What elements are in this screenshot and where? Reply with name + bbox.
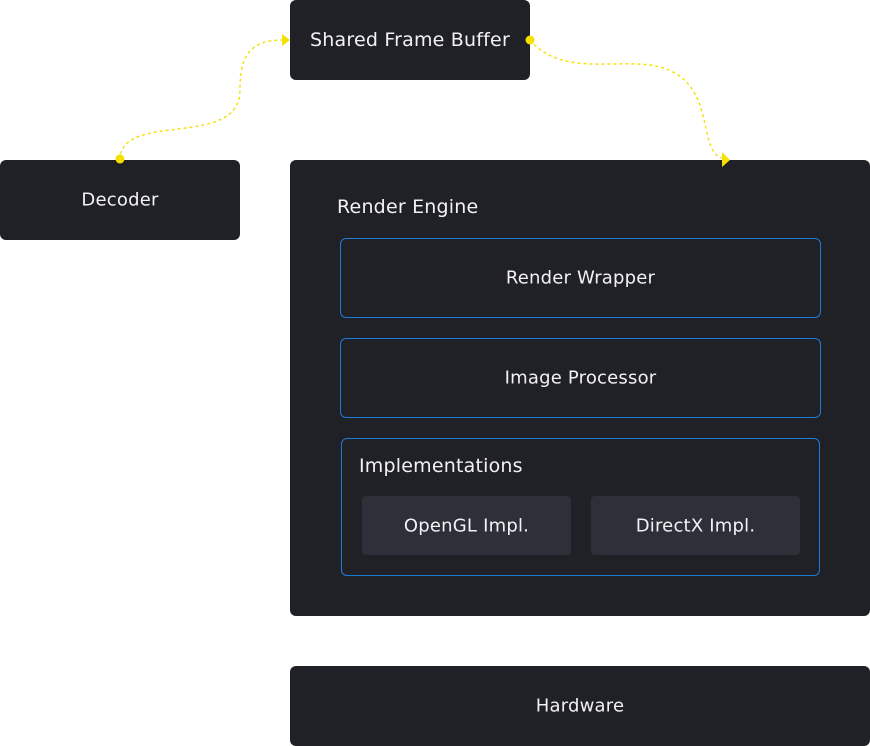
hardware-node[interactable]: Hardware <box>290 666 870 746</box>
image-processor-label: Image Processor <box>504 367 657 389</box>
render-wrapper-label: Render Wrapper <box>505 267 656 289</box>
edge-start-dot <box>525 35 535 45</box>
shared-frame-buffer-node[interactable]: Shared Frame Buffer <box>290 0 530 80</box>
opengl-impl-label: OpenGL Impl. <box>403 515 530 536</box>
arrowhead-icon <box>282 34 290 46</box>
directx-impl-label: DirectX Impl. <box>635 515 756 536</box>
directx-impl-node[interactable]: DirectX Impl. <box>591 496 800 555</box>
render-engine-title: Render Engine <box>337 196 479 218</box>
decoder-label: Decoder <box>81 189 159 211</box>
edge-start-dot <box>115 154 125 164</box>
implementations-group[interactable]: Implementations OpenGL Impl. DirectX Imp… <box>341 438 820 576</box>
render-wrapper-node[interactable]: Render Wrapper <box>340 238 821 318</box>
image-processor-node[interactable]: Image Processor <box>340 338 821 418</box>
opengl-impl-node[interactable]: OpenGL Impl. <box>362 496 571 555</box>
decoder-to-frame-buffer-edge <box>119 39 285 161</box>
hardware-label: Hardware <box>535 695 625 717</box>
frame-buffer-to-render-engine-edge <box>529 39 723 159</box>
decoder-node[interactable]: Decoder <box>0 160 240 240</box>
render-engine-group[interactable]: Render Engine Render Wrapper Image Proce… <box>290 160 870 616</box>
shared-frame-buffer-label: Shared Frame Buffer <box>310 29 510 51</box>
implementations-title: Implementations <box>359 455 523 477</box>
arrowhead-icon <box>722 152 730 167</box>
